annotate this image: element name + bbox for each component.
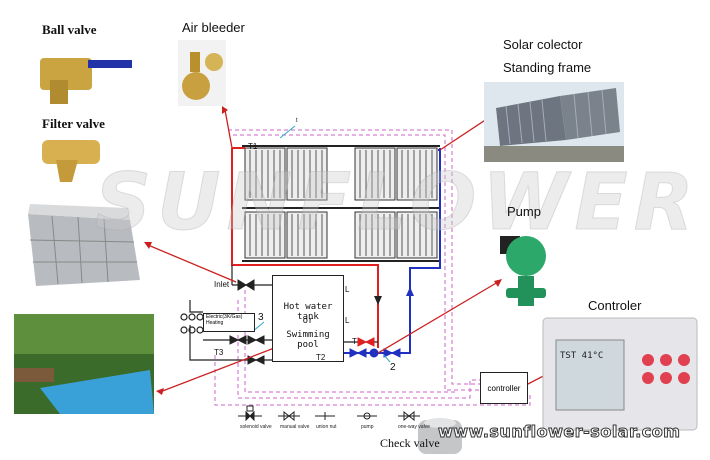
collector-panel <box>286 211 328 259</box>
t3-label: T3 <box>214 348 224 357</box>
heating-label-line2: Heating <box>206 320 224 326</box>
legend-union: union nut <box>316 424 337 430</box>
hot-pipe <box>231 148 379 348</box>
legend-manual: manual valve <box>280 424 310 430</box>
air-bleeder-photo <box>178 40 226 106</box>
ball-valve-photo <box>40 58 132 104</box>
collector-panel <box>286 147 328 201</box>
collector-panel <box>396 211 438 259</box>
controller-photo: TST 41°C <box>542 317 698 431</box>
collector-tubes <box>249 150 433 256</box>
collector-array <box>244 147 438 259</box>
solar-collector-label: Solar colector <box>503 37 583 52</box>
inlet-label: Inlet <box>214 280 230 289</box>
annotation-arrows <box>147 104 556 393</box>
controller-box-label: controller <box>487 383 521 393</box>
flow-arrow-up <box>406 287 414 296</box>
controller-box: controller <box>480 372 528 404</box>
collector-panel <box>244 211 286 259</box>
svg-text:TST 41°C: TST 41°C <box>560 351 603 361</box>
standing-frame-label: Standing frame <box>503 60 592 75</box>
collector-panel <box>354 211 396 259</box>
collector-panel <box>244 147 286 201</box>
collector-panel <box>354 147 396 201</box>
tank-label-line2: or <box>302 316 314 326</box>
collector-headers <box>242 145 440 262</box>
solar-collector-photo <box>484 82 624 162</box>
collector-panel <box>396 147 438 201</box>
controler-label: Controler <box>588 298 642 313</box>
pump-photo <box>500 236 546 306</box>
legend-solenoid: solenoid valve <box>240 424 272 430</box>
tank-label-line3: Swimming pool <box>286 330 330 350</box>
pump-label: Pump <box>507 204 541 219</box>
small-t-label: t <box>296 118 298 124</box>
t1-label: T1 <box>248 142 258 151</box>
check-valve-label: Check valve <box>380 436 440 450</box>
t-label: T <box>352 337 357 346</box>
t2-label: T2 <box>316 353 326 362</box>
signal-lines <box>214 129 531 406</box>
air-bleeder-label: Air bleeder <box>182 20 245 35</box>
num2-label: 2 <box>390 362 396 373</box>
tap-outlets <box>180 313 204 334</box>
hot-water-tank: Hot water tank or Swimming pool <box>272 275 344 362</box>
ball-valve-label: Ball valve <box>42 22 97 37</box>
swimming-pool-photo <box>14 314 154 414</box>
filter-valve-photo <box>42 140 100 182</box>
legend-symbols <box>238 405 420 422</box>
legend-oneway: one-way valve <box>398 424 430 430</box>
level-upper-label: L <box>345 285 350 294</box>
flow-arrow-down <box>374 296 382 305</box>
heating-label-line1: Electric(3K/Gas) <box>206 314 243 320</box>
heating-box: Electric(3K/Gas) Heating <box>203 313 255 332</box>
tank-label-line1: Hot water tank <box>283 302 333 322</box>
water-tank-photo <box>28 204 140 286</box>
filter-valve-label: Filter valve <box>42 116 105 131</box>
legend-pump: pump <box>361 424 374 430</box>
website-url: www.sunflower-solar.com <box>437 422 681 442</box>
level-lower-label: L <box>345 316 350 325</box>
num3-label: 3 <box>258 312 264 323</box>
check-valve-photo <box>418 418 462 454</box>
